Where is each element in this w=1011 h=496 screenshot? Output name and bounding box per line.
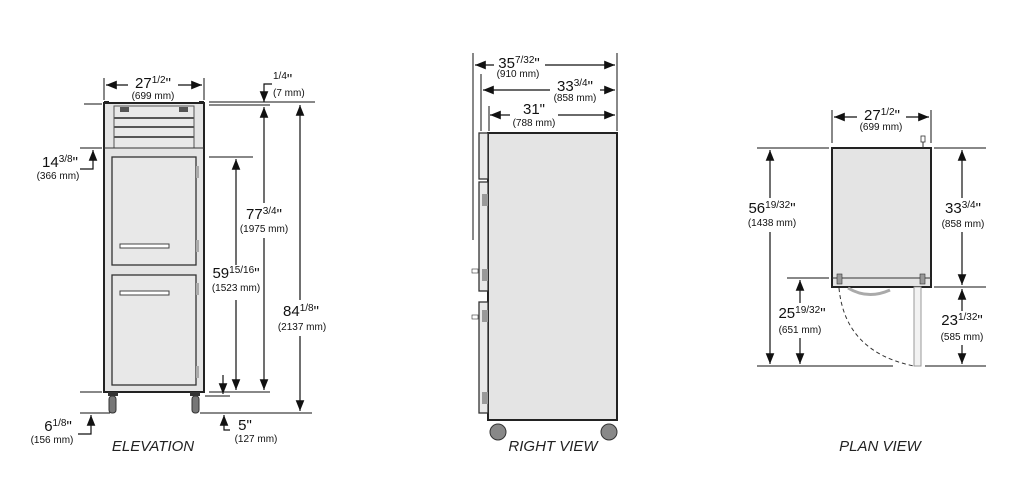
cabinet-height-label: 773/4": [246, 206, 282, 223]
door-height-label: 5915/16": [212, 265, 259, 282]
caster-height-mm: (156 mm): [31, 435, 74, 446]
door-swing-mm: (585 mm): [941, 332, 984, 343]
depth-overall-mm: (910 mm): [497, 69, 540, 80]
top-section-label: 143/8": [42, 154, 78, 171]
upper-door-handle: [119, 243, 170, 249]
door-swing-arc: [838, 287, 915, 367]
caster-icon: [600, 423, 618, 441]
cabinet-height-mm: (1975 mm): [240, 224, 288, 235]
door-height-mm: (1523 mm): [212, 283, 260, 294]
top-section-mm: (366 mm): [37, 171, 80, 182]
cabinet-side: [487, 132, 618, 421]
door-swing-label: 231/32": [941, 312, 982, 329]
depth-overall-label: 357/32": [498, 55, 539, 72]
cabinet-depth-label: 333/4": [945, 200, 981, 217]
plan-width-mm: (699 mm): [860, 122, 903, 133]
caster-height-label: 61/8": [44, 418, 72, 435]
top-gap-mm: (7 mm): [273, 88, 305, 99]
caster-icon: [108, 392, 118, 414]
right-view: 357/32" (910 mm) 333/4" (858 mm) 31" (78…: [471, 53, 618, 455]
open-door: [913, 286, 922, 367]
depth-handles-mm: (858 mm): [554, 93, 597, 104]
depth-cabinet-label: 31": [523, 101, 545, 118]
elevation-width-label: 271/2": [135, 75, 171, 92]
overall-height-mm: (2137 mm): [278, 322, 326, 333]
depth-cabinet-mm: (788 mm): [513, 118, 556, 129]
overall-depth-label: 5619/32": [748, 200, 795, 217]
plan-width-label: 271/2": [864, 107, 900, 124]
caster-icon: [190, 392, 200, 414]
bottom-clearance-mm: (127 mm): [235, 434, 278, 445]
overall-depth-mm: (1438 mm): [748, 218, 796, 229]
power-cord-icon: [920, 135, 926, 148]
cabinet-depth-mm: (858 mm): [942, 219, 985, 230]
door-clearance-mm: (651 mm): [779, 325, 822, 336]
bottom-clearance-label: 5": [238, 417, 252, 434]
door-clearance-label: 2519/32": [778, 305, 825, 322]
caster-icon: [489, 423, 507, 441]
overall-height-label: 841/8": [283, 303, 319, 320]
plan-view-title: PLAN VIEW: [839, 438, 923, 455]
cabinet-top: [831, 147, 932, 288]
cabinet-front: [103, 101, 205, 414]
elevation-width-mm: (699 mm): [132, 91, 175, 102]
depth-handles-label: 333/4": [557, 78, 593, 95]
right-view-title: RIGHT VIEW: [508, 438, 599, 455]
elevation-view: 271/2" (699 mm) 1/4" (7 mm) 143/8" (366 …: [31, 71, 327, 455]
plan-view: 271/2" (699 mm) 5619/32" (1438 mm) 333/4…: [748, 107, 986, 455]
upper-door: [111, 156, 197, 266]
top-gap-label: 1/4": [273, 71, 292, 88]
elevation-title: ELEVATION: [112, 438, 194, 455]
lower-door-handle: [119, 290, 170, 296]
